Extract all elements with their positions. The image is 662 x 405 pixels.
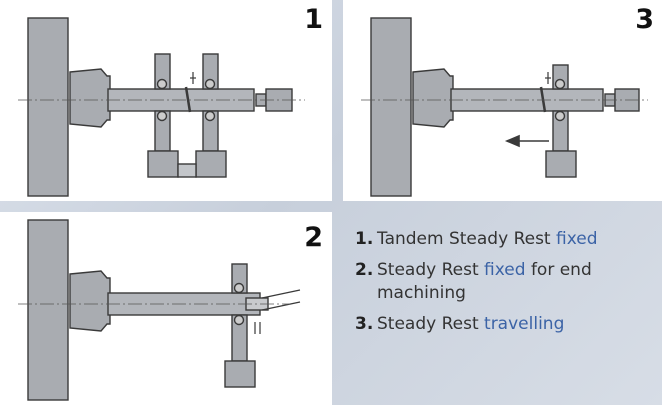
rest-base-right <box>195 150 227 178</box>
end-machining-steady-rest-drawing <box>18 219 301 401</box>
panel-number-3: 3 <box>635 4 654 35</box>
legend-item-1: 1. Tandem Steady Rest fixed <box>355 228 655 251</box>
diagram-panel-3: 3 <box>343 0 662 201</box>
boring-bar <box>261 289 301 311</box>
tandem-steady-rest-drawing <box>18 17 305 197</box>
legend-highlight: fixed <box>484 260 526 280</box>
panel-number-2: 2 <box>304 222 323 253</box>
chuck <box>69 68 111 128</box>
headstock <box>370 17 412 197</box>
headstock <box>27 219 69 401</box>
rest-base <box>545 150 577 178</box>
legend-item-3: 3. Steady Rest travelling <box>355 313 655 336</box>
legend-item-2: 2. Steady Rest fixed for end machining <box>355 259 655 305</box>
legend-text-after: for end machining <box>377 260 592 303</box>
chuck <box>69 270 111 332</box>
travelling-steady-rest-drawing <box>361 17 648 197</box>
legend-highlight: fixed <box>556 229 598 249</box>
legend-list: 1. Tandem Steady Rest fixed 2. Steady Re… <box>355 228 655 344</box>
legend-text: Tandem Steady Rest <box>377 229 551 249</box>
diagram-panel-1: 1 <box>0 0 332 201</box>
legend-number: 3. <box>355 314 374 334</box>
headstock <box>27 17 69 197</box>
rest-base-left <box>147 150 179 178</box>
legend-number: 1. <box>355 229 374 249</box>
travel-direction-arrow <box>504 134 549 148</box>
panel-number-1: 1 <box>304 4 323 35</box>
chuck <box>412 68 454 128</box>
rest-base <box>224 360 256 388</box>
diagram-panel-2: 2 <box>0 212 332 405</box>
legend-text: Steady Rest <box>377 314 479 334</box>
legend-text: Steady Rest <box>377 260 479 280</box>
legend-number: 2. <box>355 260 374 280</box>
legend-highlight: travelling <box>484 314 565 334</box>
